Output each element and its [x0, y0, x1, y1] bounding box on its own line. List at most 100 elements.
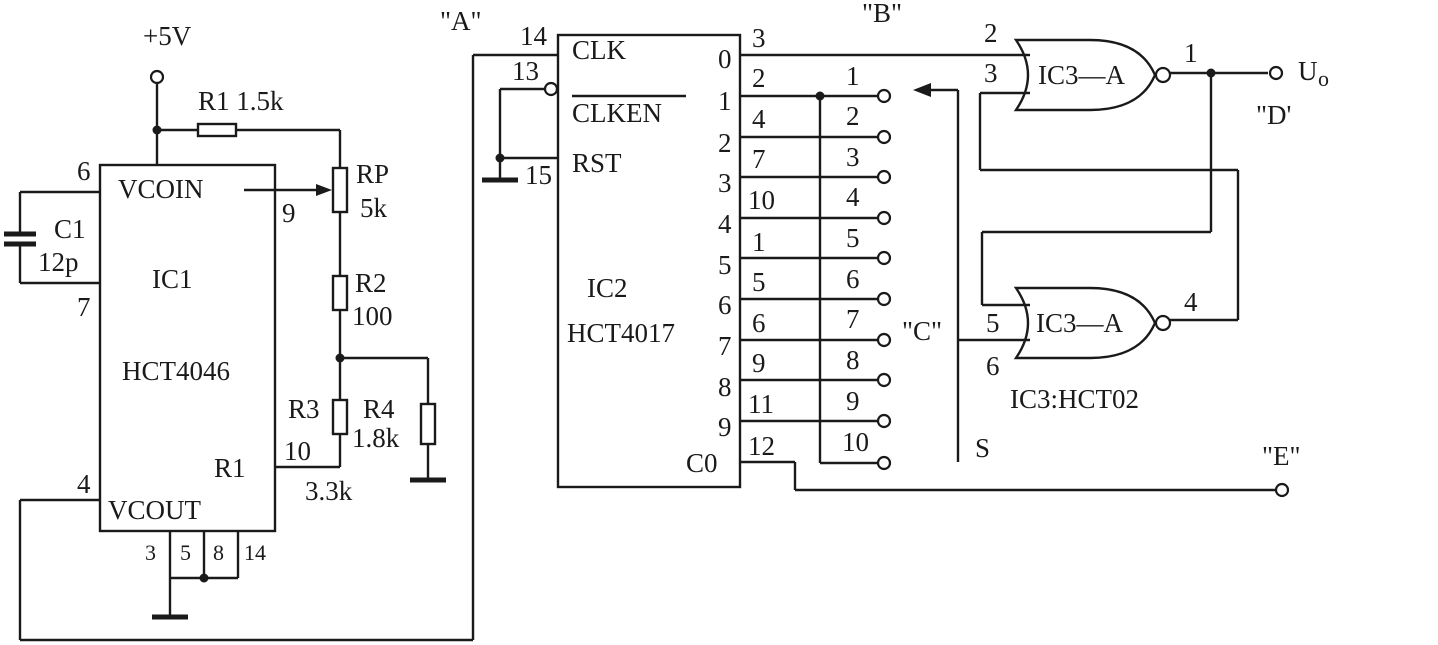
- resistor-r1: [196, 122, 238, 138]
- r4-label: R4: [363, 394, 395, 424]
- nor-gate-b: [1013, 286, 1157, 360]
- r2-label: R2: [355, 268, 387, 298]
- switch-contact[interactable]: [876, 88, 892, 104]
- ic1-pin-r1: R1: [214, 453, 246, 483]
- switch-position: 1: [846, 61, 860, 91]
- ic1-chip: [98, 163, 277, 533]
- node-e-label: "E": [1262, 441, 1301, 471]
- switch-contact[interactable]: [876, 291, 892, 307]
- ic2-out-label: 3: [718, 168, 732, 198]
- gate-b-pin-out: 4: [1184, 287, 1198, 317]
- gate-a-pin-in1: 2: [984, 18, 998, 48]
- ic2-pin-co: C0: [686, 448, 718, 478]
- ic1-pin-4: 4: [77, 469, 91, 499]
- ic1-pin-7: 7: [77, 292, 91, 322]
- switch-position: 7: [846, 304, 860, 334]
- nor-gate-a: [1013, 38, 1157, 112]
- ic2-out-pin: 11: [748, 389, 774, 419]
- ic1-name: IC1: [152, 264, 193, 294]
- nor-gate-a-bubble: [1154, 66, 1172, 84]
- ic1-pin-3: 3: [145, 540, 156, 565]
- ic2-pin-15: 15: [525, 160, 552, 190]
- supply-terminal: [149, 69, 165, 85]
- ic2-pin-clken: CLKEN: [572, 98, 662, 128]
- ic2-chip: [556, 33, 742, 489]
- ic2-pin-13: 13: [512, 56, 539, 86]
- ic2-out-label: 0: [718, 44, 732, 74]
- switch-position: 2: [846, 101, 860, 131]
- node-c-label: "C": [902, 316, 942, 346]
- gate-b-pin-in1: 5: [986, 308, 1000, 338]
- switch-contact[interactable]: [876, 250, 892, 266]
- switch-position: 8: [846, 345, 860, 375]
- ic1-pin-14: 14: [244, 540, 266, 565]
- switch-position: 9: [846, 386, 860, 416]
- ic2-out-pin: 2: [752, 63, 766, 93]
- wiper-arrow-icon: [316, 184, 332, 196]
- switch-wiper-arrow-icon: [913, 83, 931, 97]
- node-e-terminal: [1274, 482, 1290, 498]
- c1-name: C1: [54, 214, 86, 244]
- switch-contact[interactable]: [876, 332, 892, 348]
- switch-position: 3: [846, 142, 860, 172]
- node-b-label: "B": [862, 0, 902, 28]
- ic2-out-pin: 3: [752, 23, 766, 53]
- ic2-out-label: 4: [718, 209, 732, 239]
- ic2-out-label: 5: [718, 250, 732, 280]
- ic2-out-label: 7: [718, 331, 732, 361]
- ic1-pin-10: 10: [284, 436, 311, 466]
- ic2-out-label: 9: [718, 412, 732, 442]
- output-label: U: [1298, 56, 1318, 86]
- ic2-out-label: 6: [718, 290, 732, 320]
- gate-a-pin-in2: 3: [984, 58, 998, 88]
- switch-name: S: [975, 433, 990, 463]
- switch-position-labels: 1 2 3 4 5 6 7 8 9 10: [842, 61, 869, 457]
- node-a-label: "A": [440, 6, 482, 36]
- supply-label: +5V: [143, 21, 192, 51]
- ic2-out-label: 8: [718, 372, 732, 402]
- ic2-out-label: 1: [718, 86, 732, 116]
- ic2-outputs: 0 3 1 2 2 4 3 7 4 10 5 1 6 5 7 6 8 9 9 1…: [718, 23, 775, 442]
- gate-a-pin-out: 1: [1184, 38, 1198, 68]
- ic2-pin-14: 14: [520, 21, 548, 51]
- ic1-pin-8: 8: [213, 540, 224, 565]
- output-terminal: [1268, 65, 1284, 81]
- switch-position: 6: [846, 264, 860, 294]
- ic2-out-pin: 4: [752, 104, 766, 134]
- ic2-part: HCT4017: [567, 318, 675, 348]
- potentiometer-rp: [331, 166, 349, 214]
- ic2-out-pin: 7: [752, 144, 766, 174]
- r2-value: 100: [352, 301, 393, 331]
- gate-b-pin-in2: 6: [986, 351, 1000, 381]
- r3-label: R3: [288, 394, 320, 424]
- nor-gate-b-bubble: [1154, 314, 1172, 332]
- ic2-pin-rst: RST: [572, 148, 622, 178]
- r1-label: R1 1.5k: [198, 86, 284, 116]
- clken-inversion-bubble: [543, 81, 559, 97]
- ic2-out-label: 2: [718, 128, 732, 158]
- output-sub: o: [1318, 66, 1329, 91]
- ic3-caption: IC3:HCT02: [1010, 384, 1139, 414]
- r3-value: 3.3k: [305, 476, 353, 506]
- ic2-name: IC2: [587, 273, 628, 303]
- switch-contact[interactable]: [876, 169, 892, 185]
- resistor-r2: [331, 274, 349, 312]
- ic2-out-pin-12: 12: [748, 431, 775, 461]
- switch-contact[interactable]: [876, 413, 892, 429]
- switch-contact[interactable]: [876, 455, 892, 471]
- ic2-out-pin: 9: [752, 348, 766, 378]
- switch-position: 10: [842, 427, 869, 457]
- switch-contact[interactable]: [876, 129, 892, 145]
- rp-label: RP: [356, 159, 389, 189]
- node-d-label: "D': [1256, 100, 1291, 130]
- ic2-out-pin: 1: [752, 227, 766, 257]
- switch-position: 5: [846, 223, 860, 253]
- switch-contact[interactable]: [876, 210, 892, 226]
- r4-value: 1.8k: [352, 423, 400, 453]
- c1-value: 12p: [38, 247, 79, 277]
- ic1-part: HCT4046: [122, 356, 230, 386]
- resistor-r4: [419, 402, 437, 446]
- switch-contact[interactable]: [876, 372, 892, 388]
- ic2-out-pin: 5: [752, 267, 766, 297]
